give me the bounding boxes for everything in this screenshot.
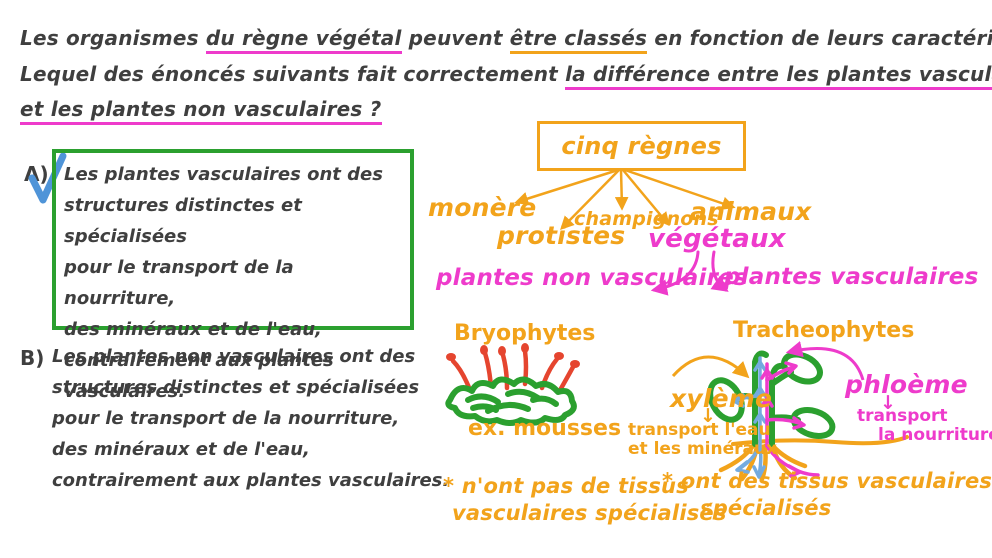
- vegetaux-branch-arrows-icon: [650, 250, 729, 296]
- vascular-plants-label: plantes vasculaires: [724, 264, 979, 290]
- moss-example-label: ex. mousses: [468, 416, 622, 441]
- question-underlined-pink: et les plantes non vasculaires ?: [20, 97, 382, 125]
- kingdom-protistes: protistes: [497, 221, 626, 250]
- option-a-text-line: pour le transport de la nourriture,: [64, 257, 294, 309]
- vascular-note-line-1: * ont des tissus vasculaires: [662, 469, 992, 493]
- phloem-down-arrow-icon: ↓: [880, 392, 896, 414]
- nonvascular-note-line-1: * n'ont pas de tissus: [443, 474, 689, 498]
- moss-illustration-icon: [445, 343, 580, 426]
- five-kingdoms-box: cinq règnes: [537, 121, 746, 171]
- kingdom-champignons: champignons: [574, 208, 719, 230]
- vascular-note-line-2: spécialisés: [700, 496, 832, 520]
- question-text: Les organismes: [20, 26, 206, 50]
- option-b-text-line: Les plantes non vasculaires ont des: [52, 346, 416, 367]
- option-a-text-line: structures distinctes et spécialisées: [64, 195, 302, 247]
- five-kingdoms-title: cinq règnes: [561, 132, 722, 160]
- xylem-desc-line-2: et les minéraux: [628, 439, 778, 459]
- xylem-down-arrow-icon: ↓: [700, 405, 716, 427]
- question-underlined-pink: du règne végétal: [205, 26, 402, 54]
- question-text: en fonction de leurs caractéristiques.: [654, 26, 992, 50]
- question-text: peuvent: [401, 26, 510, 50]
- question-text: Lequel des énoncés suivants fait correct…: [20, 62, 566, 86]
- blue-checkmark-icon: [28, 152, 67, 204]
- xylem-desc-line-1: transport l'eau: [628, 420, 771, 440]
- bryophytes-title: Bryophytes: [454, 321, 596, 346]
- question-underlined-orange: être classés: [509, 26, 648, 54]
- phloem-desc-line-1: transport: [857, 406, 948, 426]
- nonvascular-plants-label: plantes non vasculaires: [436, 265, 748, 291]
- phloem-desc-line-2: la nourriture: [878, 425, 992, 445]
- option-b-answer: Les plantes non vasculaires ont des stru…: [52, 341, 449, 496]
- nonvascular-note-line-2: vasculaires spécialisés: [452, 501, 727, 525]
- option-a-answer-box: Les plantes vasculaires ont des structur…: [52, 149, 414, 402]
- xylem-label: xylème: [670, 384, 773, 413]
- option-b-text-line: contrairement aux plantes vasculaires.: [52, 470, 450, 491]
- option-a-text-line: contrairement aux plantes vasculaires.: [64, 350, 334, 402]
- option-b-label: B): [20, 346, 45, 370]
- tracheophytes-title: Tracheophytes: [733, 318, 915, 343]
- kingdom-animaux: animaux: [690, 197, 812, 226]
- vascular-plant-illustration-icon: [671, 341, 909, 482]
- kingdom-monere: monère: [428, 193, 537, 222]
- phloem-label: phloème: [845, 370, 968, 399]
- question-underlined-pink: la différence entre les plantes vasculai…: [565, 62, 992, 90]
- question-line-3: et les plantes non vasculaires ?: [20, 97, 382, 125]
- option-a-text-line: Les plantes vasculaires ont des: [64, 164, 383, 185]
- option-a-text-line: des minéraux et de l'eau,: [64, 319, 322, 340]
- option-b-text-line: pour le transport de la nourriture,: [52, 408, 400, 429]
- option-b-text-line: structures distinctes et spécialisées: [52, 377, 420, 398]
- option-b-text-line: des minéraux et de l'eau,: [52, 439, 310, 460]
- question-line-1: Les organismes du règne végétal peuvent …: [20, 26, 992, 54]
- question-line-2: Lequel des énoncés suivants fait correct…: [20, 62, 992, 90]
- kingdom-fan-arrows-icon: [514, 168, 736, 230]
- kingdom-vegetaux: végétaux: [648, 224, 786, 254]
